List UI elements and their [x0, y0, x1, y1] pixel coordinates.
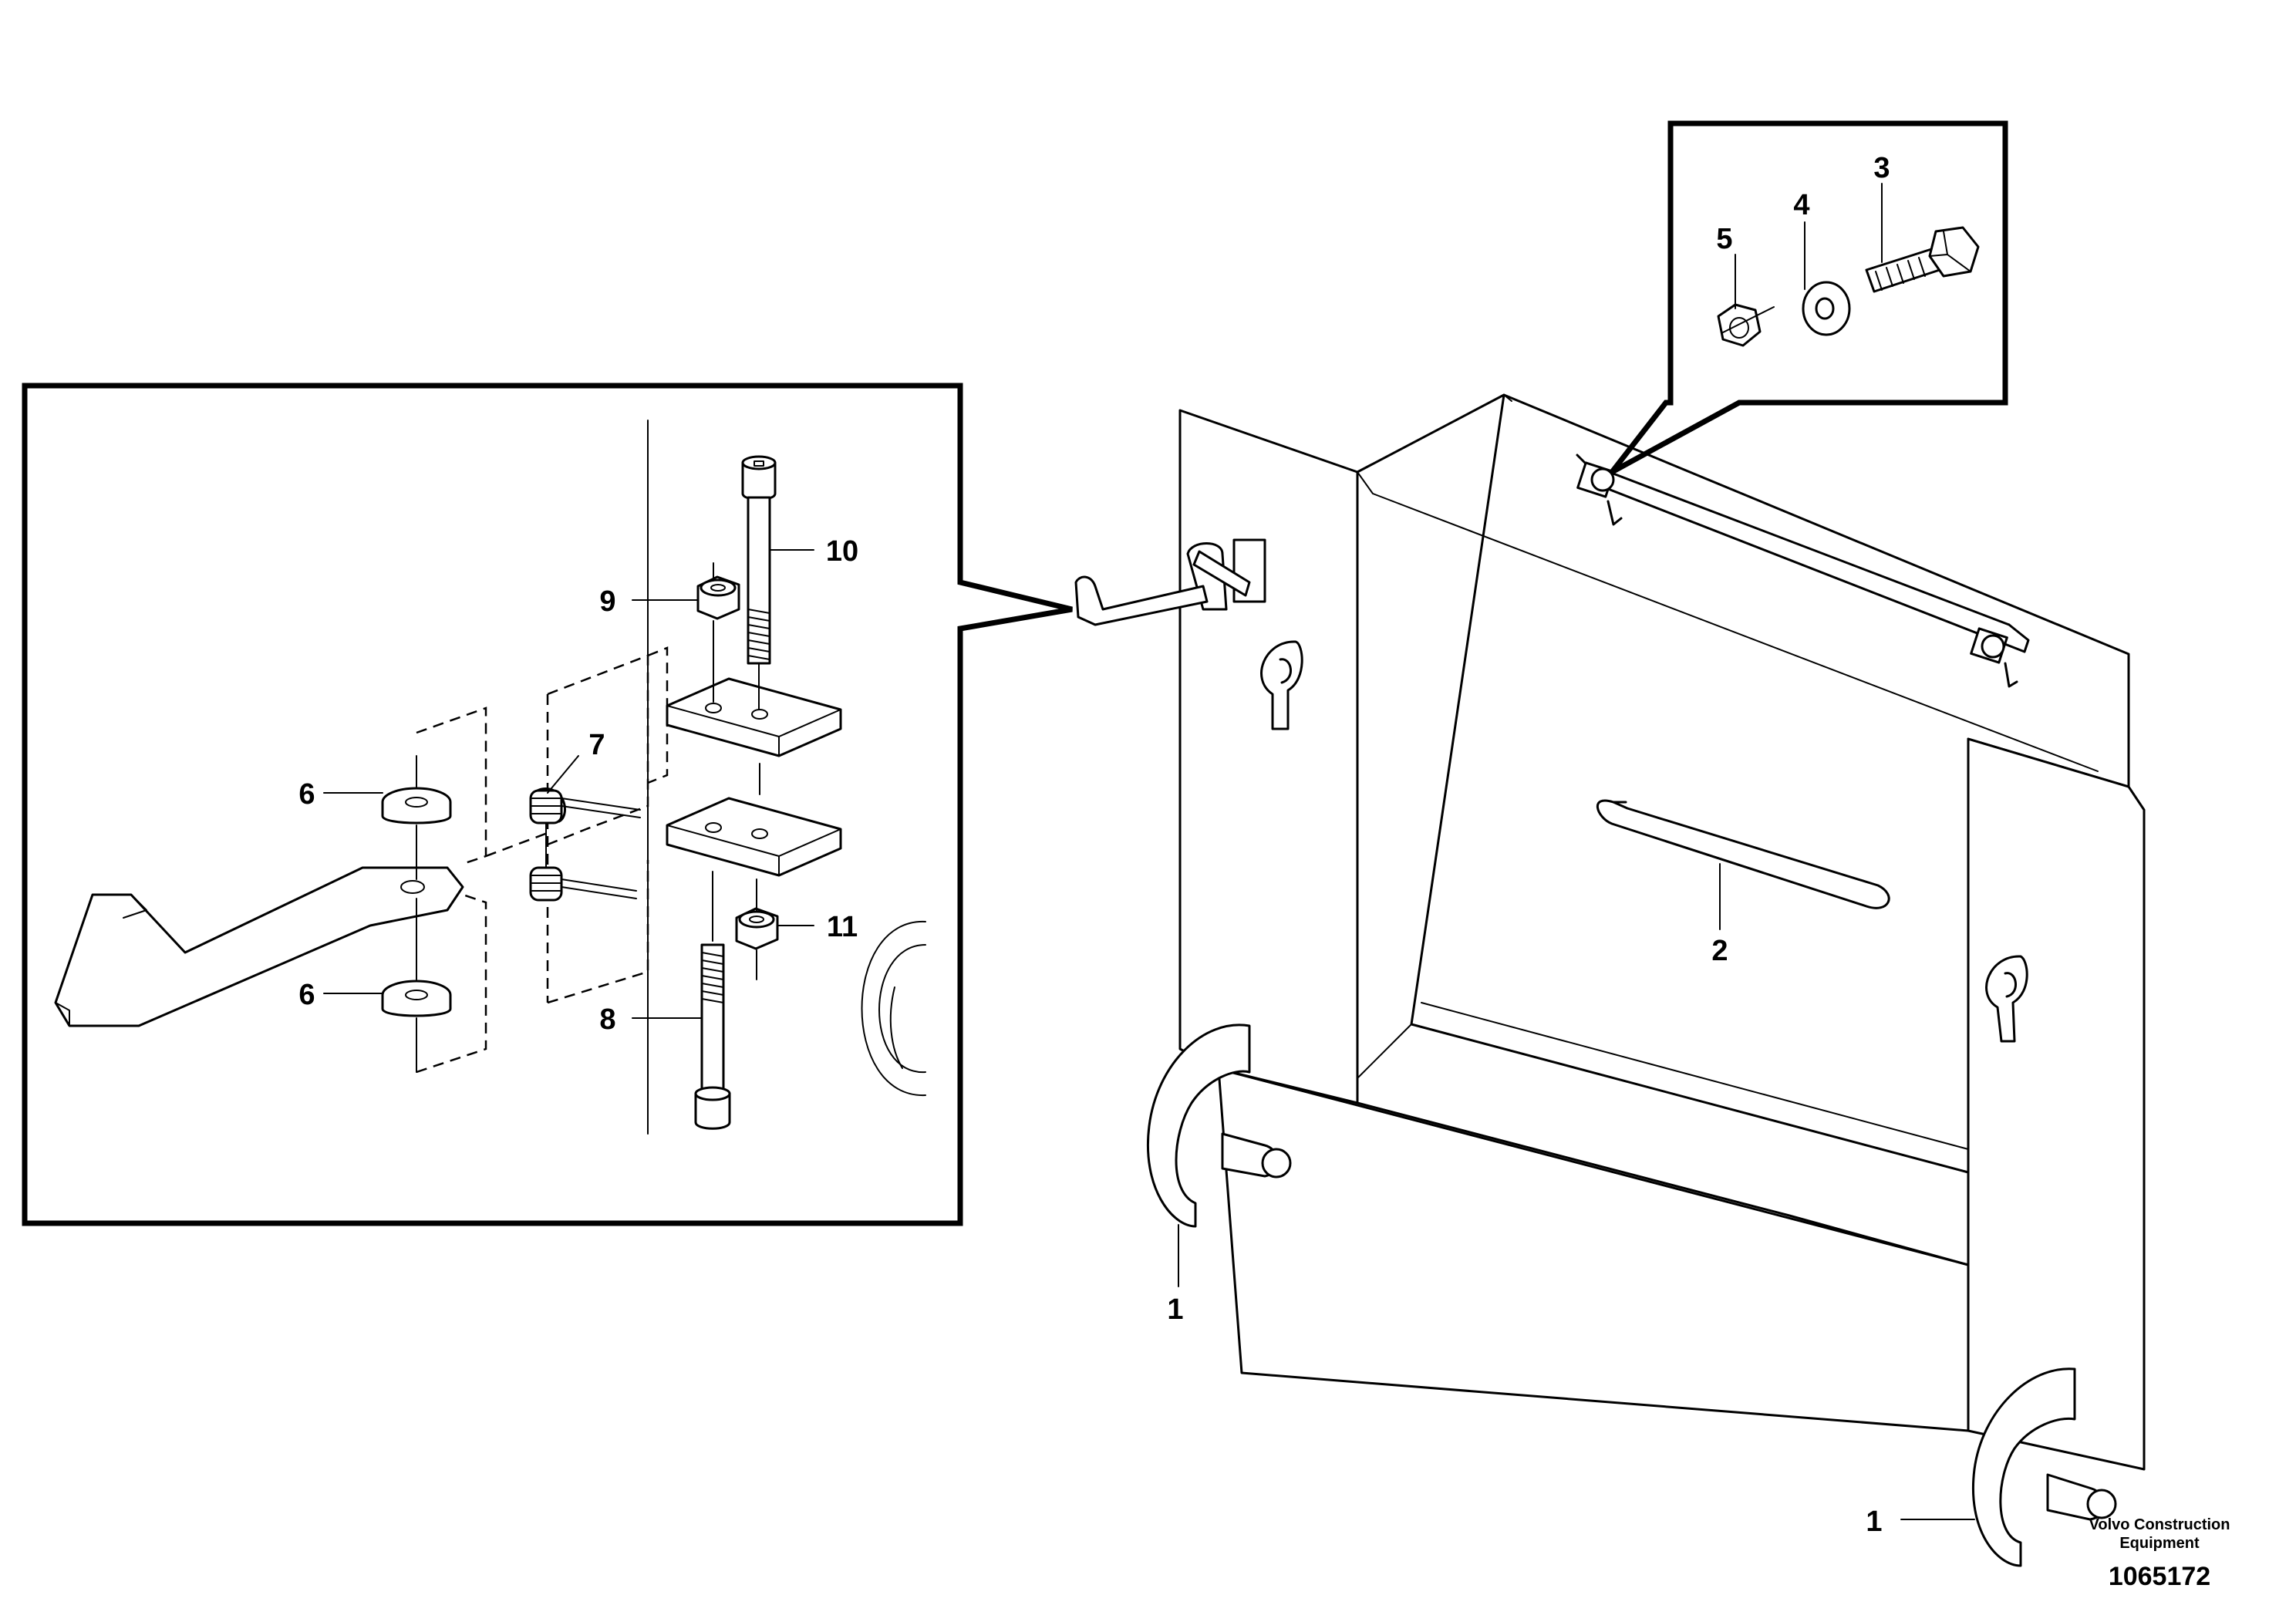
callout-6-lower: 6 [298, 979, 315, 1011]
callout-11: 11 [827, 911, 858, 943]
callout-10: 10 [826, 535, 858, 568]
callout-7: 7 [588, 729, 605, 761]
brand-line-2: Equipment [2119, 1535, 2200, 1552]
brand-line-1: Volvo Construction [2089, 1516, 2230, 1533]
spring-lower [529, 822, 637, 902]
latch-detail-inset [22, 383, 1073, 1226]
callout-labels: 1 1 2 3 4 5 6 6 7 8 9 10 11 [298, 152, 1890, 1538]
callout-3: 3 [1873, 152, 1890, 184]
callout-1-left: 1 [1167, 1293, 1183, 1326]
callout-1-right: 1 [1866, 1506, 1882, 1538]
callout-9: 9 [599, 585, 615, 618]
footer: Volvo Construction Equipment 1065172 [2089, 1516, 2230, 1591]
bolt-detail-inset [1610, 120, 2008, 475]
document-number: 1065172 [2109, 1562, 2210, 1591]
callout-8: 8 [599, 1003, 615, 1036]
callout-6-upper: 6 [298, 778, 315, 811]
callout-4: 4 [1793, 189, 1809, 221]
callout-5: 5 [1716, 223, 1732, 255]
leader-lines [323, 549, 1975, 1520]
spring-upper [529, 787, 641, 824]
callout-2: 2 [1711, 935, 1728, 967]
box-assembly [1074, 393, 2146, 1567]
